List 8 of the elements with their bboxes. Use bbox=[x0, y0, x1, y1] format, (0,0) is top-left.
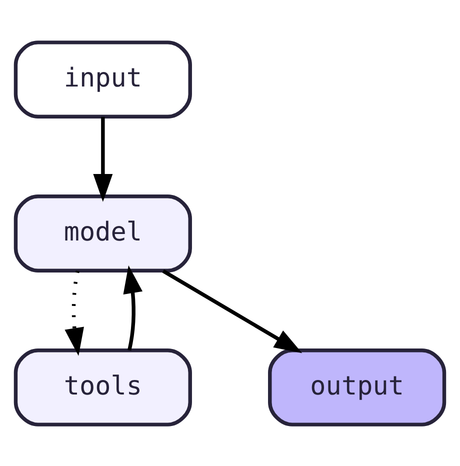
node-box: input bbox=[14, 40, 192, 118]
arrow bbox=[93, 116, 113, 202]
arrow bbox=[123, 264, 143, 350]
node-box: output bbox=[268, 348, 446, 426]
arrow bbox=[64, 270, 84, 356]
node-box: model bbox=[14, 194, 192, 272]
arrow bbox=[162, 268, 302, 353]
node-box: tools bbox=[14, 348, 192, 426]
